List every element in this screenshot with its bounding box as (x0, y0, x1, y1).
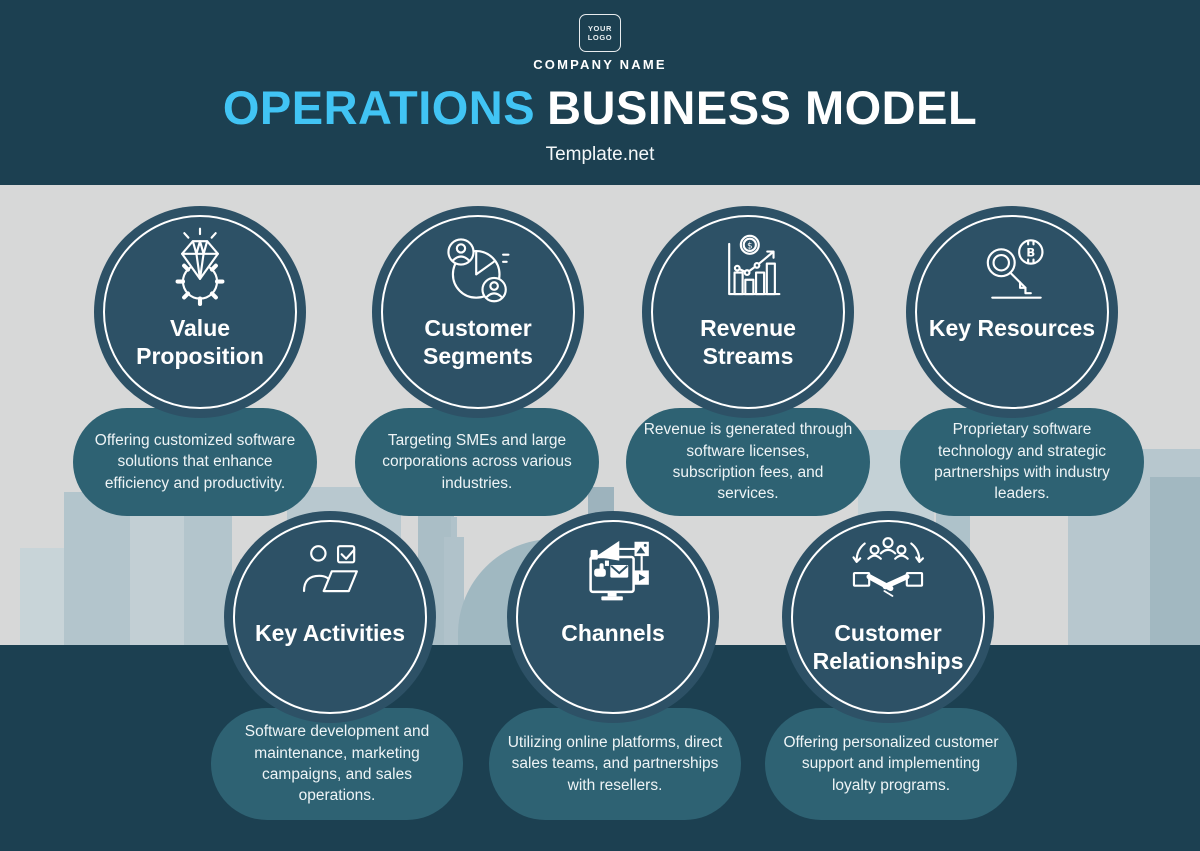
pill-customer-relationships: Offering personalized customer support a… (765, 708, 1017, 820)
pill-key-resources: Proprietary software technology and stra… (900, 408, 1144, 516)
card-title: Customer Relationships (812, 620, 964, 675)
pill-key-activities: Software development and maintenance, ma… (211, 708, 463, 820)
person-laptop-check-icon (284, 530, 376, 618)
card-title: Value Proposition (136, 315, 264, 370)
card-description-text: Proprietary software technology and stra… (934, 421, 1110, 503)
key-currency-icon: B (966, 225, 1058, 313)
card-title: Customer Segments (423, 315, 533, 370)
company-name: COMPANY NAME (533, 57, 667, 72)
pill-channels: Utilizing online platforms, direct sales… (489, 708, 741, 820)
building-silhouette (20, 548, 66, 645)
card-circle-customer-relationships: Customer Relationships (782, 511, 994, 723)
pill-value-proposition: Offering customized software solutions t… (73, 408, 317, 516)
pill-customer-segments: Targeting SMEs and large corporations ac… (355, 408, 599, 516)
building-silhouette (1150, 477, 1200, 645)
card-title: Key Resources (928, 315, 1096, 341)
card-description-text: Revenue is generated through software li… (643, 421, 853, 503)
card-description-text: Software development and maintenance, ma… (244, 723, 430, 805)
card-title: Channels (561, 620, 665, 646)
card-title: Revenue Streams (700, 315, 796, 370)
card-circle-key-resources: B Key Resources (906, 206, 1118, 418)
card-description-text: Offering customized software solutions t… (94, 431, 296, 492)
card-circle-revenue-streams: $ Revenue Streams (642, 206, 854, 418)
building-silhouette (130, 515, 184, 645)
card-circle-key-activities: Key Activities (224, 511, 436, 723)
pie-chart-users-icon (432, 225, 524, 313)
svg-text:$: $ (747, 241, 752, 251)
card-circle-value-proposition: Value Proposition (94, 206, 306, 418)
svg-text:B: B (1026, 245, 1035, 259)
logo-text-line2: LOGO (587, 33, 613, 42)
pill-revenue-streams: Revenue is generated through software li… (626, 408, 870, 516)
card-description-text: Offering personalized customer support a… (783, 733, 999, 794)
coin-bar-chart-icon: $ (702, 225, 794, 313)
handshake-people-icon (842, 530, 934, 618)
page-title-rest: BUSINESS MODEL (547, 81, 978, 134)
logo-text-line1: YOUR (587, 24, 613, 33)
card-description-text: Utilizing online platforms, direct sales… (507, 733, 723, 794)
card-title: Key Activities (255, 620, 405, 646)
card-circle-customer-segments: Customer Segments (372, 206, 584, 418)
card-circle-channels: Channels (507, 511, 719, 723)
card-description-text: Targeting SMEs and large corporations ac… (382, 431, 572, 492)
site-credit: Template.net (545, 144, 655, 165)
logo-placeholder: YOUR LOGO (579, 14, 621, 52)
page-title-accent: OPERATIONS (222, 81, 536, 134)
monitor-media-icon (567, 530, 659, 618)
diamond-gear-icon (154, 225, 246, 313)
